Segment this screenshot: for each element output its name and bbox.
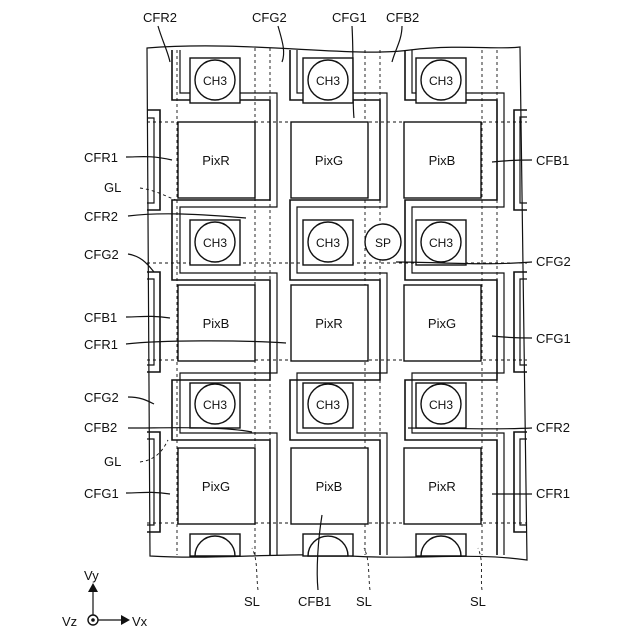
label-sl-3: SL (470, 594, 486, 609)
label-gl-left: GL (104, 180, 121, 195)
label-cfb2-left: CFB2 (84, 420, 117, 435)
label-sl-2: SL (356, 594, 372, 609)
label-cfb1-bottom: CFB1 (298, 594, 331, 609)
label-cfg2-left: CFG2 (84, 247, 119, 262)
pixel-grid: PixR PixG PixB PixB PixR PixG PixG PixB … (178, 122, 481, 524)
pixel-label: PixG (315, 153, 343, 168)
pixel-label: PixR (428, 479, 455, 494)
pixel-label: PixG (202, 479, 230, 494)
axis-vx-label: Vx (132, 614, 148, 629)
contact-hole-label: CH3 (316, 74, 340, 88)
arrow-right-icon (121, 615, 130, 625)
contact-hole-label: CH3 (316, 398, 340, 412)
arrow-up-icon (88, 583, 98, 592)
pixel-label: PixB (429, 153, 456, 168)
label-cfr2-right: CFR2 (536, 420, 570, 435)
label-cfr2-top: CFR2 (143, 10, 177, 25)
label-cfg2-left2: CFG2 (84, 390, 119, 405)
label-cfg1-right: CFG1 (536, 331, 571, 346)
label-cfg2-top: CFG2 (252, 10, 287, 25)
contact-hole-label: CH3 (429, 74, 453, 88)
contact-hole-label: CH3 (203, 398, 227, 412)
label-sl-1: SL (244, 594, 260, 609)
pixel-label: PixR (315, 316, 342, 331)
spacer-label: SP (375, 236, 391, 250)
label-gl-left2: GL (104, 454, 121, 469)
label-cfr1-right: CFR1 (536, 486, 570, 501)
pixel-label: PixB (203, 316, 230, 331)
pixel-label: PixG (428, 316, 456, 331)
pixel-label: PixB (316, 479, 343, 494)
axes-indicator: Vy Vx Vz (62, 568, 148, 629)
pixel-label: PixR (202, 153, 229, 168)
contact-hole-label: CH3 (429, 236, 453, 250)
label-cfr1-left: CFR1 (84, 150, 118, 165)
label-cfr2-left: CFR2 (84, 209, 118, 224)
label-cfb1-left: CFB1 (84, 310, 117, 325)
label-cfg1-top: CFG1 (332, 10, 367, 25)
label-cfr1-left2: CFR1 (84, 337, 118, 352)
label-cfg2-right: CFG2 (536, 254, 571, 269)
contact-hole-label: CH3 (429, 398, 453, 412)
contact-hole-label: CH3 (203, 74, 227, 88)
label-cfb1-right: CFB1 (536, 153, 569, 168)
label-cfg1-left: CFG1 (84, 486, 119, 501)
contact-hole-label: CH3 (203, 236, 227, 250)
axis-vz-label: Vz (62, 614, 77, 629)
contact-hole-label: CH3 (316, 236, 340, 250)
label-cfb2-top: CFB2 (386, 10, 419, 25)
axis-vy-label: Vy (84, 568, 99, 583)
